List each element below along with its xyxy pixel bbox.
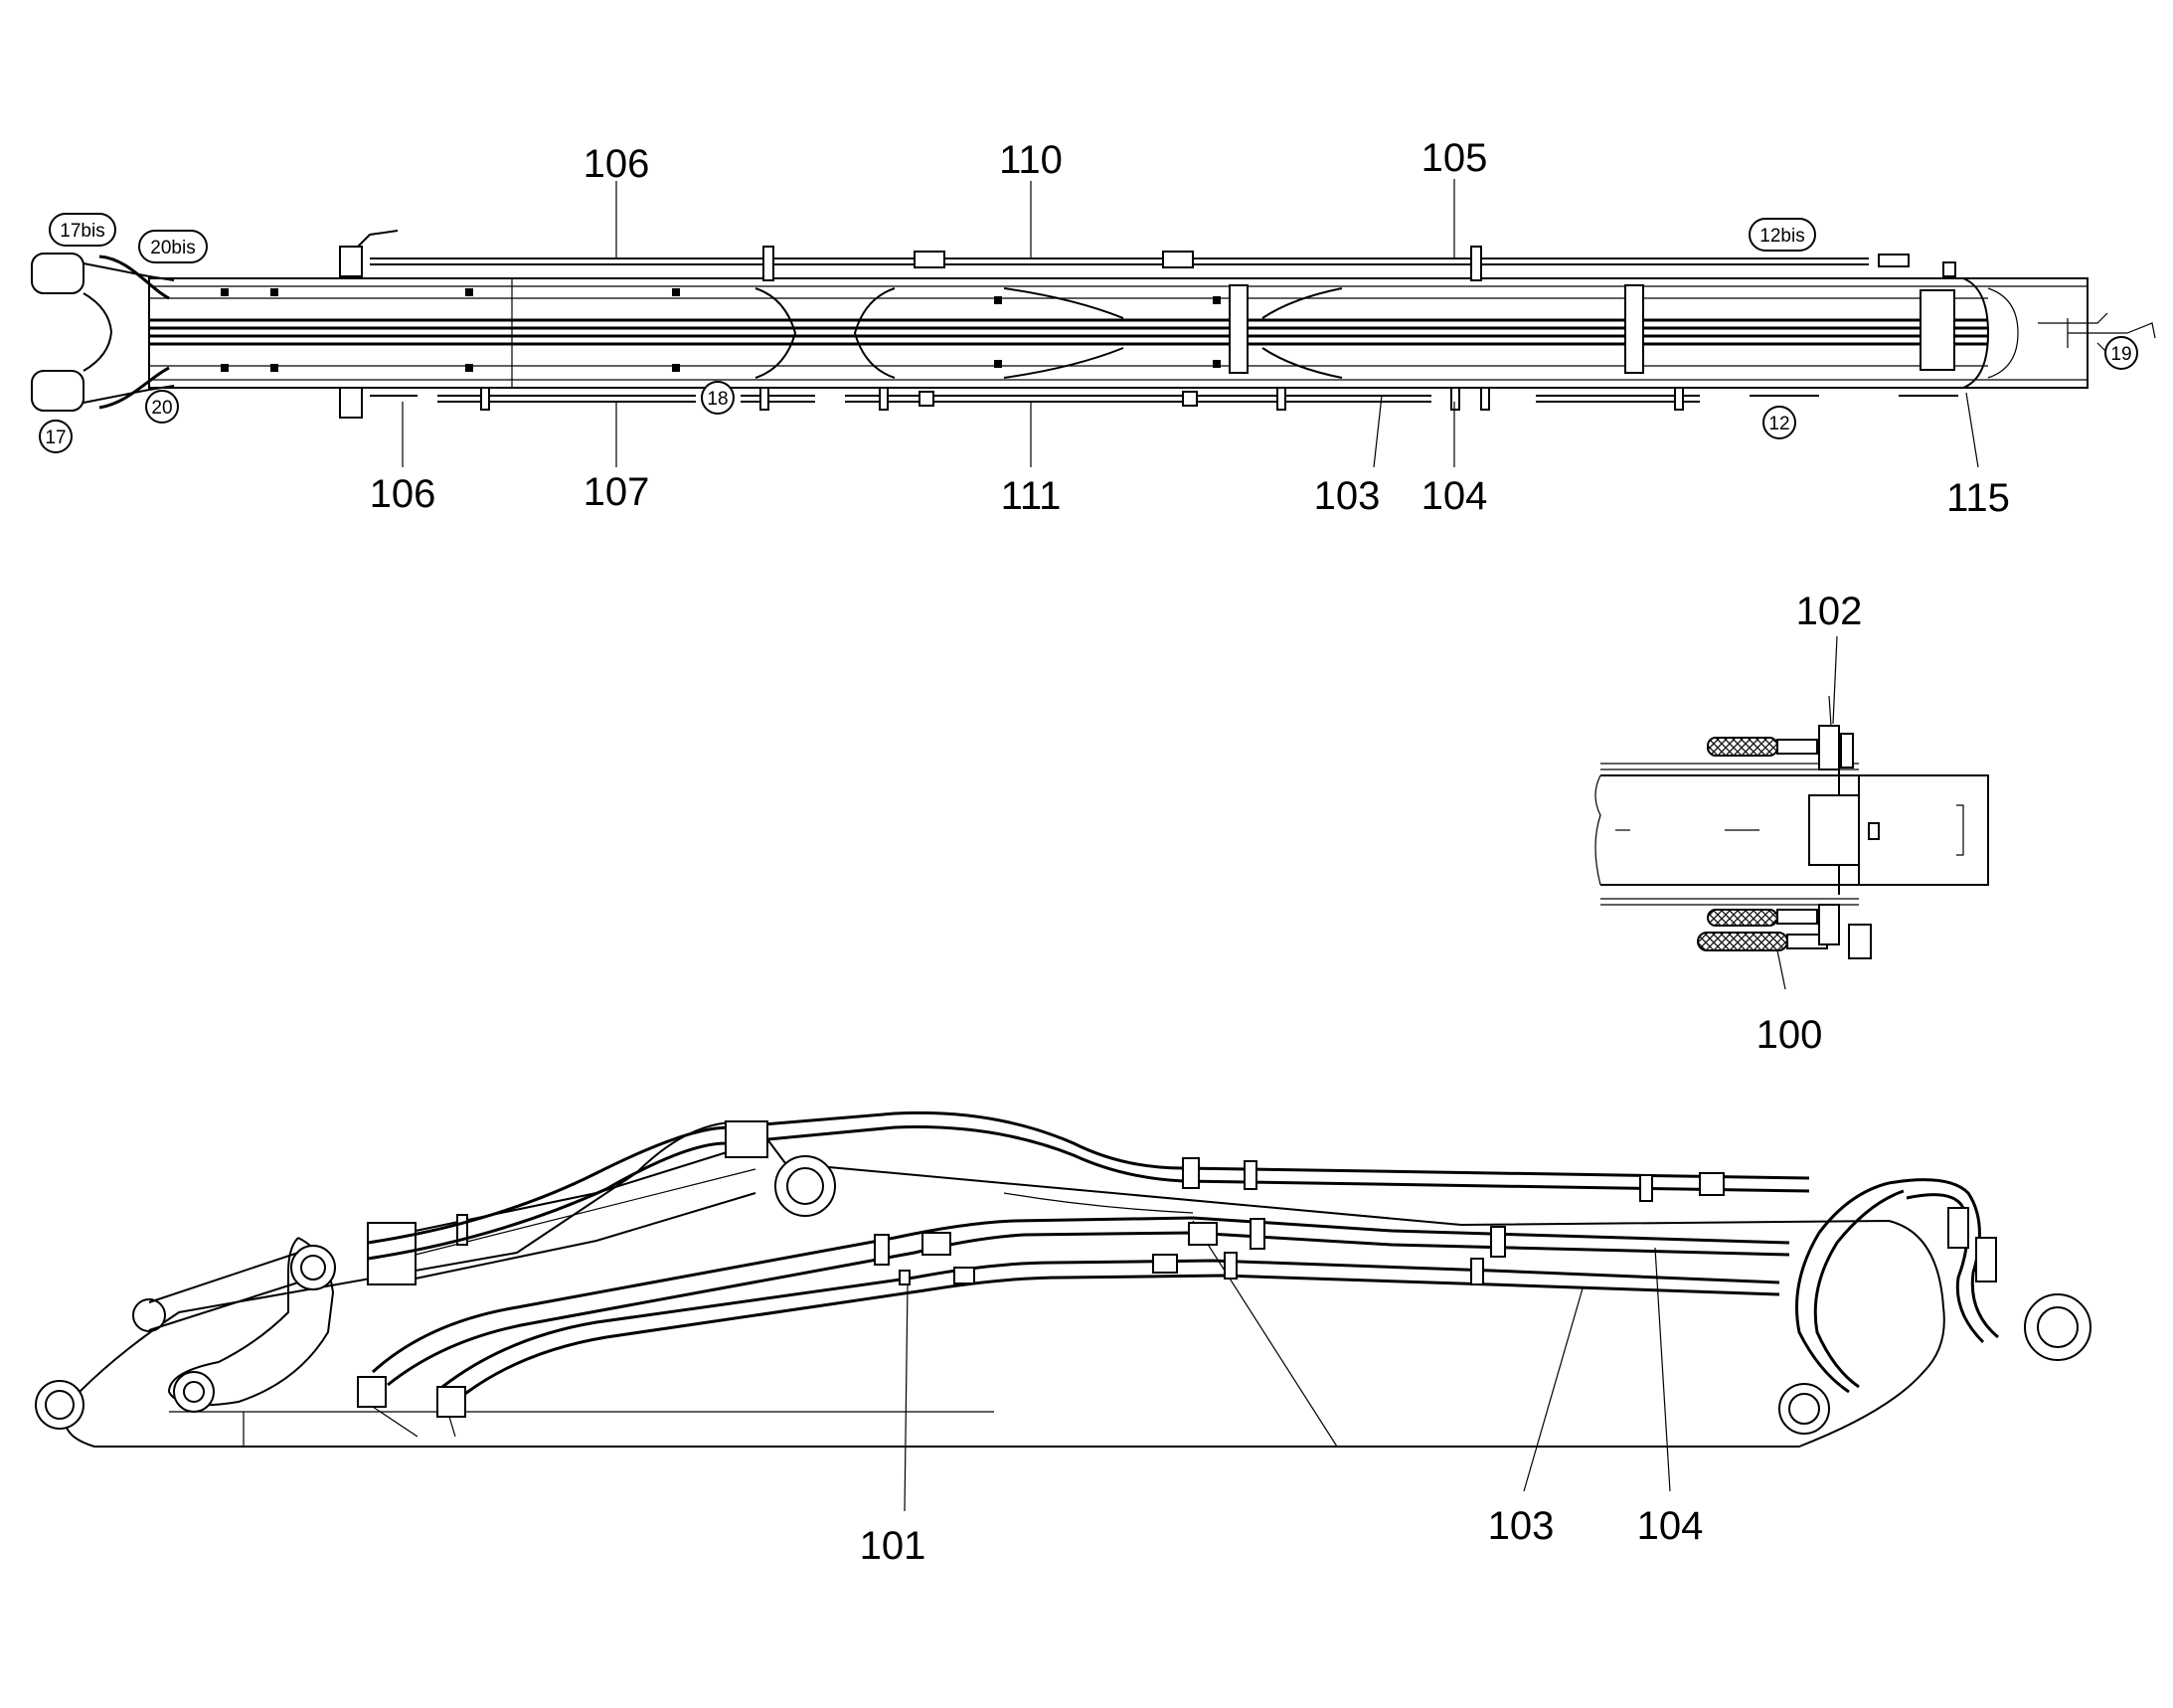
part-label-106-top: 106 [584, 142, 650, 186]
ref-19: 19 [2110, 344, 2131, 365]
detail-view: 102 100 [1594, 590, 1989, 1057]
upper-external-pipes [339, 230, 1956, 281]
part-label-104-bottom: 104 [1637, 1504, 1704, 1548]
ref-20bis: 20bis [150, 238, 195, 258]
boom-bolts [221, 288, 1221, 372]
part-label-105: 105 [1421, 136, 1488, 180]
part-label-111: 111 [1001, 474, 1062, 518]
part-label-101: 101 [860, 1524, 926, 1568]
ref-12bis: 12bis [1759, 226, 1804, 247]
boom-foot-fork [31, 253, 175, 412]
side-view-boom: 101 103 104 [35, 1110, 2091, 1568]
circled-references: 17bis 20bis 20 17 18 12bis 12 19 [39, 213, 2138, 453]
part-label-103-bottom: 103 [1488, 1504, 1555, 1548]
part-label-106-bottom: 106 [370, 472, 436, 516]
ref-12: 12 [1768, 414, 1789, 434]
part-label-115: 115 [1946, 476, 2010, 520]
part-label-102: 102 [1796, 590, 1863, 633]
top-leader-lines [402, 179, 1979, 468]
ref-17: 17 [45, 427, 66, 448]
top-part-labels: 106 110 105 106 107 111 103 104 115 [370, 136, 2010, 520]
boom-body [148, 277, 2156, 389]
ref-20: 20 [151, 398, 172, 419]
part-label-104-top: 104 [1421, 474, 1488, 518]
part-label-103-top: 103 [1314, 474, 1381, 518]
ref-17bis: 17bis [60, 221, 104, 242]
lower-external-pipes [339, 387, 1958, 419]
part-label-110: 110 [999, 138, 1063, 182]
part-label-100: 100 [1756, 1013, 1823, 1057]
ref-18: 18 [707, 389, 728, 410]
top-view-boom: 106 110 105 106 107 111 103 104 115 17bi… [31, 136, 2156, 520]
part-label-107: 107 [584, 470, 650, 514]
